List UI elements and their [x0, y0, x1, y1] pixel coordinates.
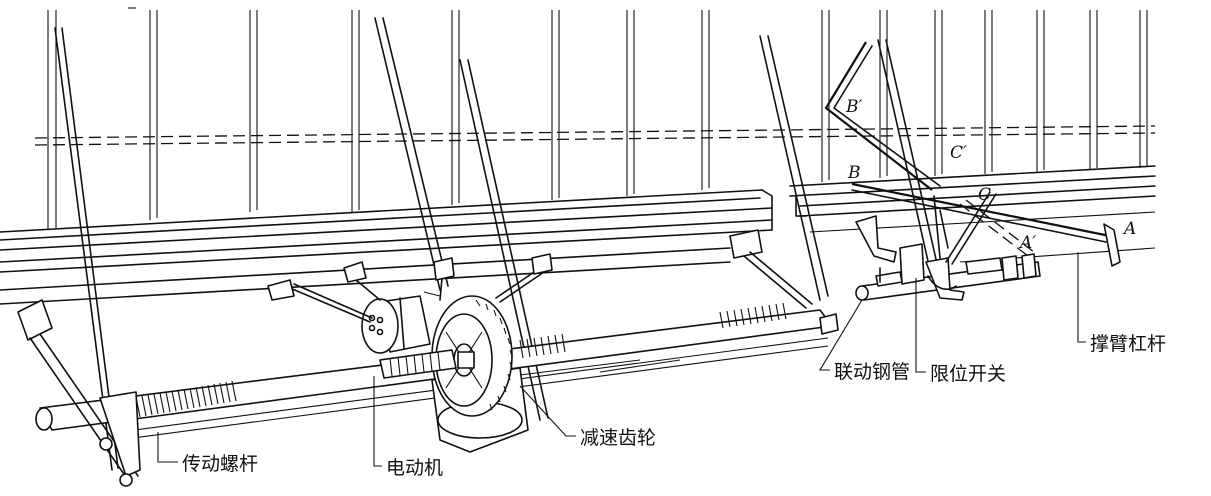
- limit-switch: [855, 215, 925, 287]
- reduction-gear-label: 减速齿轮: [580, 427, 656, 449]
- motor-arms: [267, 253, 553, 323]
- linkage-pipe-label: 联动钢管: [834, 361, 910, 383]
- brace-lever-closed: [851, 182, 1121, 267]
- left-support-bracket: [17, 299, 141, 487]
- right-rack-arm: [729, 229, 839, 335]
- rack-arms: [54, 17, 939, 471]
- window-opening-dashed-line: [34, 125, 1156, 146]
- window-mullions: [47, 7, 1148, 230]
- screw-thread-middle: [519, 333, 566, 359]
- motor: [361, 295, 457, 379]
- gear-teeth: [475, 299, 513, 411]
- reduction-gear-assembly: [431, 295, 529, 453]
- brace-lever-label: 撑臂杠杆: [1090, 333, 1166, 355]
- component-labels: 传动螺杆 电动机 减速齿轮 联动钢管 限位开关 撑臂杠杆: [182, 333, 1166, 479]
- point-a-prime-label: A′: [1018, 233, 1036, 253]
- point-labels: A A′ B B′ C C′: [845, 97, 1136, 253]
- point-b-prime-label: B′: [845, 97, 862, 117]
- linkage-pipe: [855, 253, 1041, 301]
- point-a-label: A: [1122, 219, 1136, 239]
- point-c-prime-label: C′: [950, 143, 967, 163]
- motor-label: 电动机: [386, 457, 443, 479]
- brace-lever-open: [824, 41, 1035, 265]
- frame-rails: [0, 165, 1156, 305]
- point-c-label: C: [978, 185, 991, 205]
- callout-leaders: [157, 252, 1086, 467]
- limit-switch-label: 限位开关: [930, 363, 1006, 385]
- screw-thread-right: [719, 302, 787, 329]
- drive-screw-label: 传动螺杆: [182, 453, 258, 475]
- point-b-label: B: [847, 163, 861, 183]
